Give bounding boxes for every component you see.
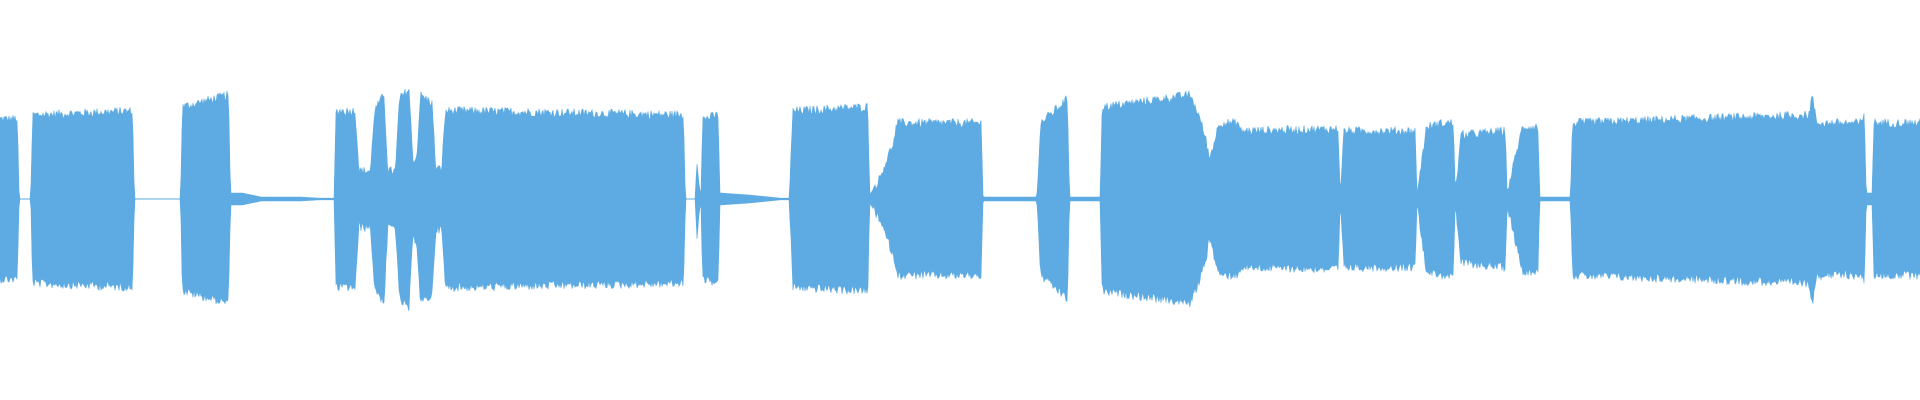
waveform-body [0,88,1920,311]
